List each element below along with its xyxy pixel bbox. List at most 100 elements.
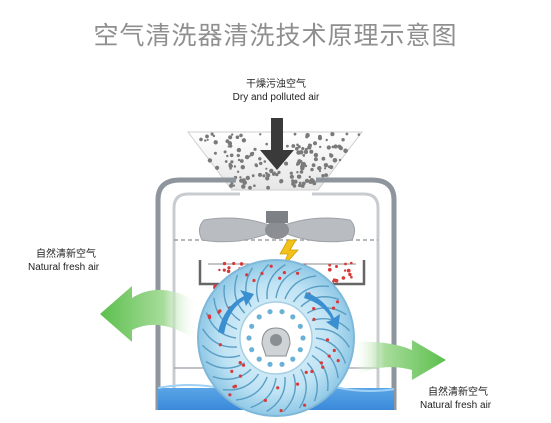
dust-particle (240, 165, 245, 170)
dust-particle (233, 165, 237, 168)
dust-particle (308, 175, 311, 179)
drum-vane (314, 328, 350, 348)
dust-particle (301, 181, 306, 186)
pollutant-dot (239, 262, 244, 266)
dust-particle (338, 158, 342, 162)
captured-pollutant-dot (304, 370, 308, 374)
drum-hole (279, 309, 285, 315)
captured-pollutant-dot (335, 300, 340, 304)
dust-particle (309, 178, 314, 183)
dust-particle (301, 147, 305, 151)
pollutant-dot (218, 268, 221, 272)
drum-vane (222, 373, 260, 391)
dust-particle (237, 158, 241, 162)
dust-particle (296, 143, 299, 147)
pollutant-dot (346, 268, 351, 273)
pollutant-dot (328, 267, 332, 272)
dust-particle (262, 174, 266, 178)
dust-particles (199, 132, 361, 190)
pollutant-dot (350, 261, 353, 265)
dust-particle (228, 162, 232, 166)
drum-hole (267, 361, 273, 367)
dust-particle (299, 160, 303, 164)
dust-particle (207, 158, 213, 163)
drum-hole (279, 361, 285, 367)
captured-pollutant-dot (331, 306, 336, 310)
dust-particle (302, 154, 306, 157)
dust-particle (317, 166, 322, 171)
dust-particle (324, 167, 327, 170)
dust-particle (329, 153, 334, 158)
dust-particle (258, 172, 262, 177)
dust-particle (210, 132, 214, 136)
drum-vane (223, 284, 241, 322)
drum-vane (212, 368, 252, 380)
captured-pollutant-dot (312, 307, 316, 311)
dust-particle (325, 138, 328, 142)
captured-pollutant-dot (325, 338, 330, 342)
captured-pollutant-dot (263, 398, 267, 402)
dust-particle (318, 134, 322, 138)
dust-particle (313, 157, 318, 162)
fresh-air-arrow-left (100, 286, 198, 342)
dust-particle (232, 184, 236, 187)
drum-vane (250, 377, 277, 409)
pollutant-dot (343, 269, 347, 272)
dust-particle (213, 151, 217, 155)
drum-vane (314, 346, 339, 379)
drum-hole (290, 314, 296, 320)
dust-particle (229, 167, 232, 170)
dust-particle (273, 171, 276, 174)
washing-drum (197, 259, 355, 417)
drum-hole (267, 309, 273, 315)
dust-particle (295, 146, 299, 151)
pollutant-dot (226, 269, 231, 274)
pollutant-dot (328, 263, 332, 267)
dust-particle (329, 165, 334, 170)
dust-particle (265, 142, 269, 146)
dust-particle (236, 147, 242, 153)
dust-particle (263, 160, 267, 163)
diagram-title: 空气清洗器清洗技术原理示意图 (93, 21, 458, 50)
dust-particle (341, 138, 345, 142)
dust-particle (248, 155, 251, 158)
dust-particle (253, 147, 257, 151)
dust-particle (289, 174, 294, 179)
dust-particle (286, 144, 289, 148)
output-air-left-label: 自然清新空气 Natural fresh air (28, 248, 99, 274)
output-air-left-label-cn: 自然清新空气 (36, 249, 96, 260)
dust-particle (291, 144, 296, 148)
drum-vane (235, 376, 268, 401)
dust-particle (230, 160, 234, 164)
drum-vane (306, 362, 318, 402)
dust-particle (259, 161, 263, 166)
dust-particle (300, 162, 305, 167)
dust-particle (241, 138, 247, 143)
drum-hole (249, 323, 255, 329)
captured-pollutant-dot (321, 365, 325, 369)
dust-particle (212, 134, 216, 138)
dust-particle (289, 171, 293, 175)
intake-down-arrow (260, 118, 294, 170)
captured-pollutant-dot (260, 271, 264, 276)
dust-particle (300, 184, 303, 187)
dust-particle (307, 145, 312, 150)
drum-vane (284, 275, 317, 300)
drum-vane (311, 354, 329, 392)
dust-particle (345, 132, 349, 136)
dust-particle (321, 156, 326, 161)
dust-particle (224, 160, 228, 163)
drum-vane (205, 360, 246, 369)
lightning-icon (279, 239, 299, 269)
captured-pollutant-dot (238, 374, 242, 378)
dust-particle (305, 135, 309, 139)
captured-pollutant-dot (319, 361, 323, 365)
captured-pollutant-dot (232, 385, 236, 389)
input-air-label: 干燥污浊空气 Dry and polluted air (222, 78, 330, 104)
dust-particle (293, 132, 297, 136)
rotation-arrows (218, 290, 340, 334)
captured-pollutant-dot (332, 348, 336, 353)
dust-particle (265, 167, 268, 170)
dust-particle (332, 158, 338, 163)
fresh-air-arrow-right (352, 340, 446, 380)
